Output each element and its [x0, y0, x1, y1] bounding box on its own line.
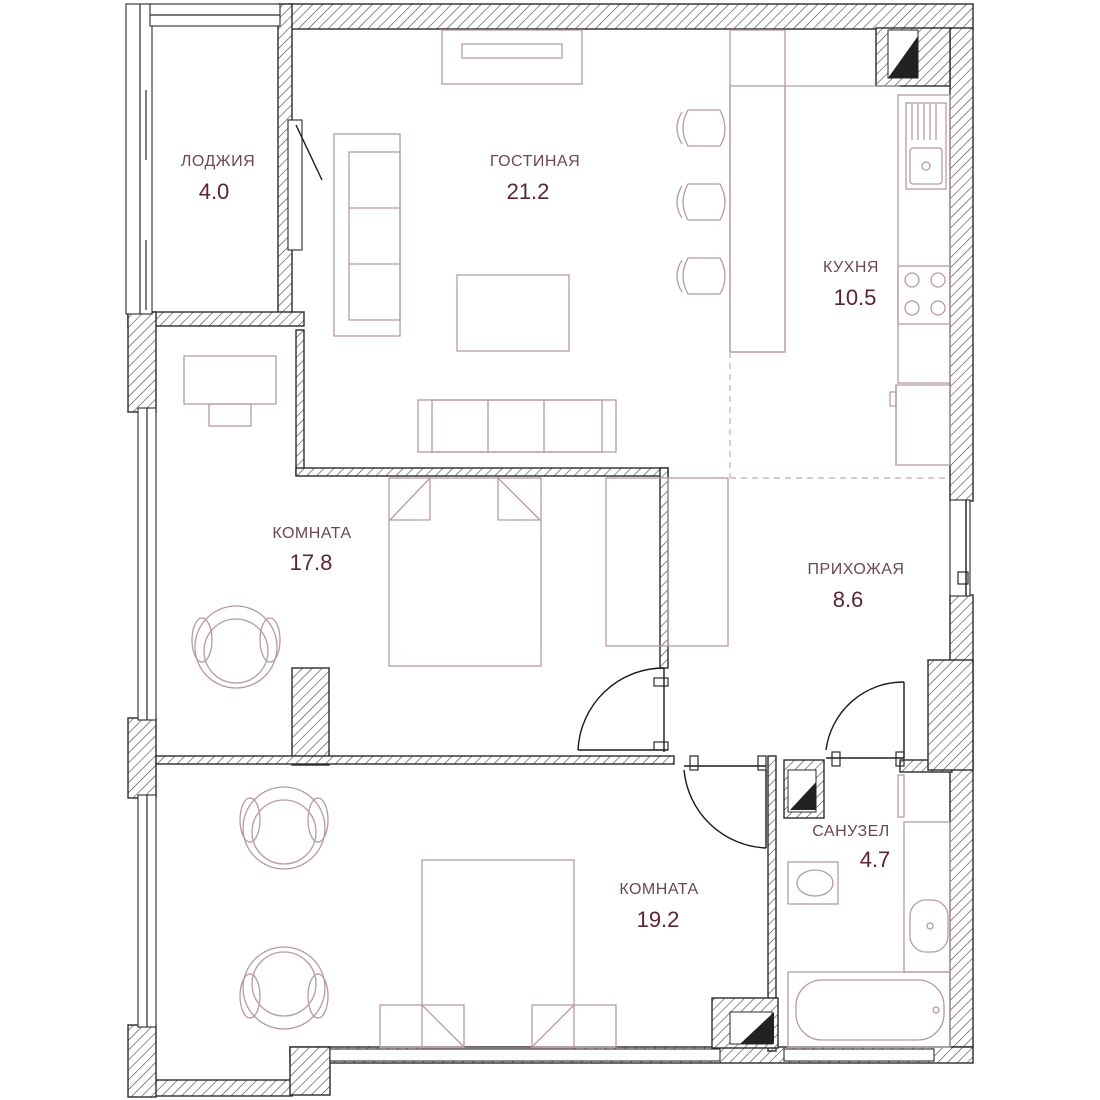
wall-living-bottom [295, 467, 669, 477]
room-name-living: ГОСТИНАЯ [490, 153, 580, 170]
room-area-room1: 17.8 [290, 550, 333, 575]
room-name-loggia: ЛОДЖИЯ [181, 153, 255, 170]
column [291, 667, 330, 766]
kitchen-island [729, 29, 786, 353]
armchair-room1 [191, 605, 281, 689]
sink [905, 102, 947, 190]
window-bath-bottom [783, 1048, 935, 1062]
wall-living-left [295, 329, 305, 476]
toilet [787, 861, 839, 905]
wall-left-upper [127, 311, 157, 413]
room-area-hall: 8.6 [833, 587, 864, 612]
room-name-bathroom: САНУЗЕЛ [812, 823, 890, 840]
labels: ЛОДЖИЯ 4.0 ГОСТИНАЯ 21.2 КУХНЯ 10.5 КОМН… [181, 153, 905, 932]
bar-stools [676, 109, 726, 295]
room-area-living: 21.2 [507, 179, 550, 204]
window-loggia-door [287, 119, 303, 251]
room-area-loggia: 4.0 [199, 179, 230, 204]
bed-room1 [388, 477, 542, 667]
room-name-room1: КОМНАТА [272, 525, 351, 542]
door-room2 [683, 769, 767, 849]
washbasin [909, 899, 949, 953]
bathtub [787, 971, 951, 1048]
windows [125, 3, 971, 1062]
wall-notch [289, 1046, 331, 1096]
tv [461, 43, 563, 59]
window-kitchen [949, 499, 971, 597]
door-room1 [577, 667, 665, 751]
room-area-room2: 19.2 [637, 907, 680, 932]
wardrobe [605, 477, 729, 647]
sofa-living-bottom [417, 399, 617, 453]
sofa-living [333, 133, 401, 337]
fridge [895, 384, 951, 466]
wall-room-divider [155, 755, 675, 765]
wall-bottom-left [139, 1079, 293, 1097]
washbasin-counter [903, 821, 951, 973]
room-name-hall: ПРИХОЖАЯ [808, 561, 905, 578]
room-name-room2: КОМНАТА [619, 881, 698, 898]
armchairs-room2 [239, 786, 329, 1030]
window-bottom [329, 1048, 721, 1062]
coffee-table [456, 274, 570, 352]
chair [208, 403, 252, 427]
wall-right-upper [949, 27, 974, 502]
wall-left-mid [127, 717, 157, 799]
room-area-kitchen: 10.5 [834, 285, 877, 310]
room-name-kitchen: КУХНЯ [823, 259, 879, 276]
wall-top [287, 3, 974, 30]
window-loggia-outer [125, 3, 153, 315]
desk [183, 355, 277, 405]
wall-room1-right [659, 467, 669, 669]
room-area-bathroom: 4.7 [860, 847, 891, 872]
wall-room2-right [767, 755, 777, 1052]
cooktop [897, 265, 951, 325]
doors [577, 500, 969, 849]
wall-left-lower [127, 1024, 157, 1098]
tv-unit [441, 29, 583, 85]
furniture [183, 29, 951, 1049]
door-bathroom [825, 681, 905, 751]
bed-room2 [421, 859, 575, 1049]
kitchen-counter [897, 94, 951, 384]
wall-hall-pier [927, 659, 974, 771]
